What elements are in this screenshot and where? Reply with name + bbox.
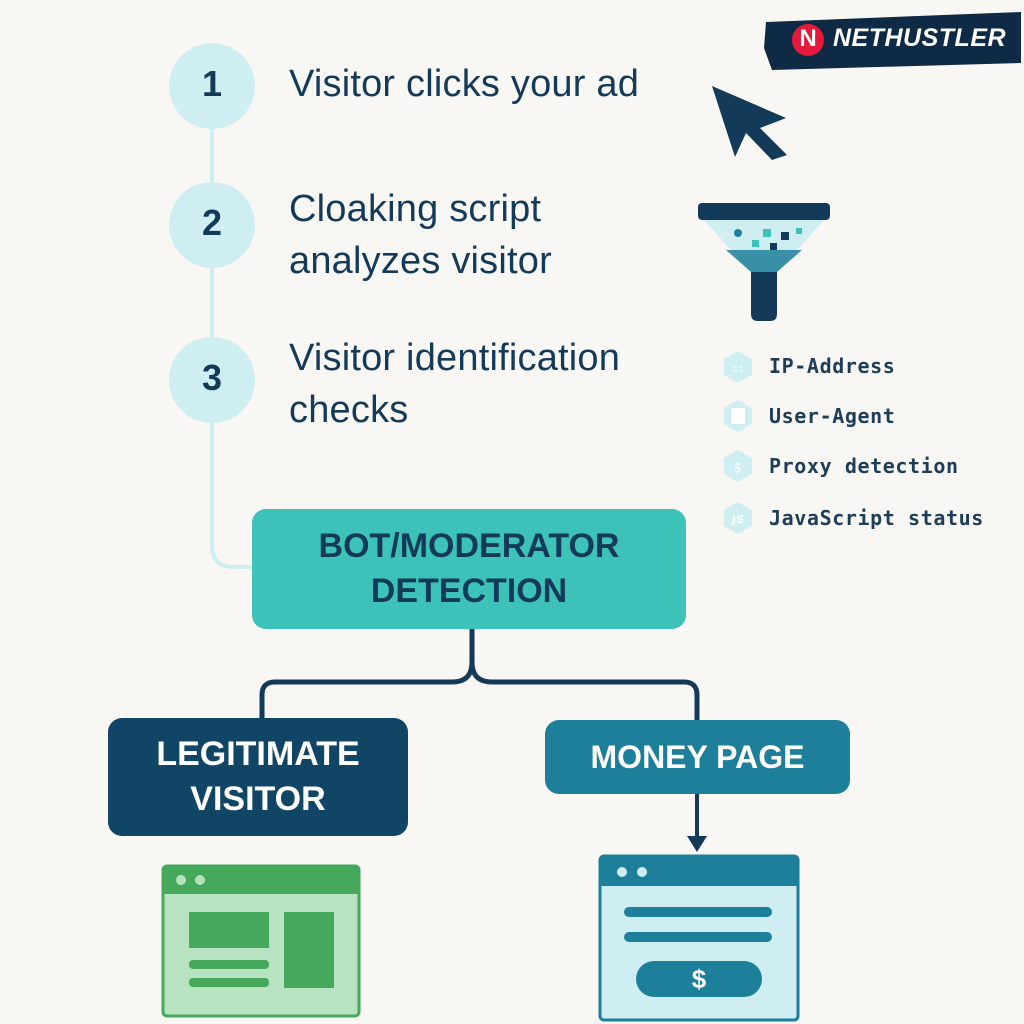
svg-text:JS: JS <box>731 513 744 526</box>
proxy-icon: $ <box>724 450 752 482</box>
timeline-line <box>210 128 252 569</box>
step-2-circle <box>169 182 255 268</box>
money-page-box: MONEY PAGE <box>545 720 850 794</box>
dollar-sign: $ <box>691 963 707 994</box>
step-1-circle <box>169 43 255 129</box>
browser-window-icon <box>161 864 361 1018</box>
brand-banner <box>764 12 1021 70</box>
browser-window-icon <box>598 854 800 1022</box>
step-3-text: Visitor identification checks <box>289 337 621 431</box>
check-user-agent: User-Agent <box>769 404 896 428</box>
detection-box: BOT/MODERATOR DETECTION <box>252 509 686 629</box>
step-1-number: 1 <box>201 63 223 104</box>
brand-name: NETHUSTLER <box>833 24 1007 52</box>
ip-icon: :: <box>724 351 752 383</box>
check-ip-address: IP-Address <box>769 354 896 378</box>
cursor-arrow-icon <box>712 86 787 160</box>
step-2-text: Cloaking script analyzes visitor <box>289 188 552 282</box>
check-javascript-status: JavaScript status <box>769 506 984 530</box>
funnel-icon <box>698 203 830 321</box>
svg-text:::: :: <box>731 362 744 375</box>
arrow-head <box>687 836 707 852</box>
legitimate-visitor-box: LEGITIMATE VISITOR <box>108 718 408 836</box>
brand-mark: N <box>799 25 817 52</box>
js-icon: JS <box>724 502 752 534</box>
money-button <box>636 961 762 997</box>
svg-text:$: $ <box>734 461 742 476</box>
step-2-number: 2 <box>201 202 223 243</box>
step-3-circle <box>169 337 255 423</box>
document-icon <box>724 400 752 432</box>
step-3-number: 3 <box>201 357 223 398</box>
check-proxy-detection: Proxy detection <box>769 454 959 478</box>
connector-split <box>259 629 700 720</box>
step-1-text: Visitor clicks your ad <box>289 63 640 105</box>
